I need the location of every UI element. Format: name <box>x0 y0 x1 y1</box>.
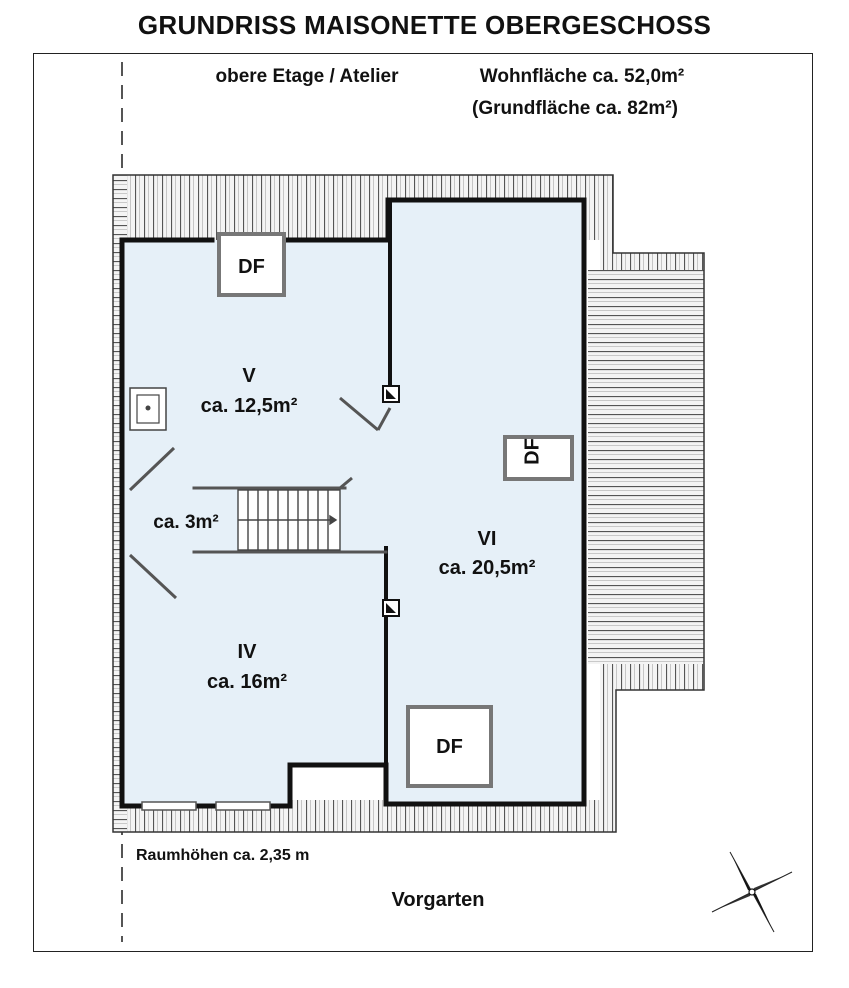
sink-icon <box>129 387 167 431</box>
walls <box>119 197 587 809</box>
chimney-markers <box>382 385 400 617</box>
floor-area <box>122 200 584 806</box>
room-iv-size: ca. 16m² <box>207 671 287 693</box>
subtitle: obere Etage / Atelier <box>215 66 399 87</box>
room-iv-name: IV <box>238 641 258 663</box>
room-v-size: ca. 12,5m² <box>201 395 298 417</box>
skylight-label: DF <box>522 438 544 465</box>
skylight-3: DF <box>406 705 493 788</box>
room-vi-size: ca. 20,5m² <box>439 557 536 579</box>
plan-frame <box>33 53 813 952</box>
stair-size: ca. 3m² <box>153 512 218 533</box>
skylight-label: DF <box>238 256 265 278</box>
room-v-name: V <box>242 365 256 387</box>
living-area: Wohnfläche ca. 52,0m² <box>480 66 685 87</box>
plan-title: GRUNDRISS MAISONETTE OBERGESCHOSS <box>137 10 712 40</box>
skylight-1: DF <box>217 232 286 297</box>
staircase <box>237 489 341 551</box>
skylight-2: DF <box>503 435 574 481</box>
skylight-label: DF <box>436 736 463 758</box>
ground-area: (Grundfläche ca. 82m²) <box>472 98 678 119</box>
door-swings <box>128 396 392 600</box>
compass-rose-icon <box>711 851 793 933</box>
ceiling-height: Raumhöhen ca. 2,35 m <box>136 847 309 864</box>
windows <box>141 801 271 811</box>
room-vi-name: VI <box>478 528 497 550</box>
garden-label: Vorgarten <box>392 889 485 911</box>
